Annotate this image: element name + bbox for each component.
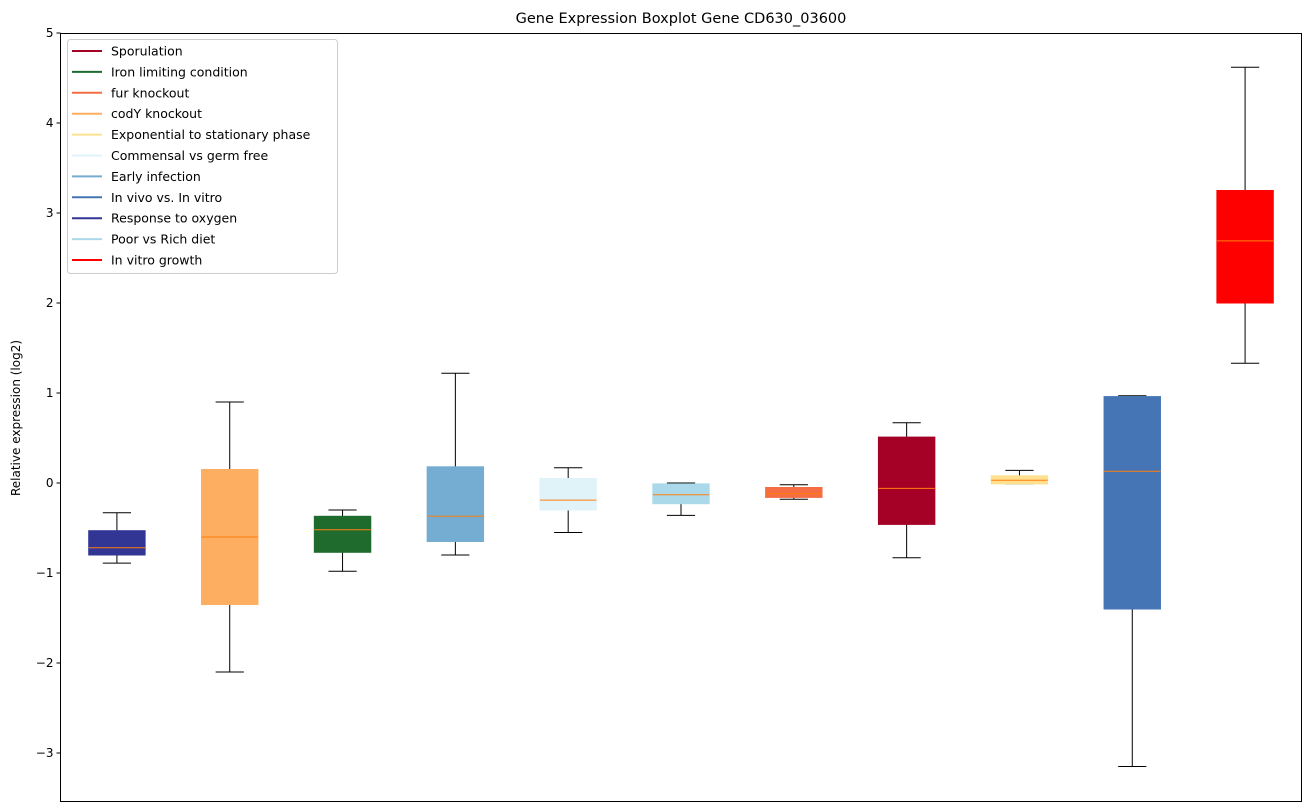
y-tick-label: −2 bbox=[36, 656, 54, 670]
legend-entry: Early infection bbox=[72, 169, 201, 184]
y-tick-label: −3 bbox=[36, 746, 54, 760]
legend-entry: fur knockout bbox=[72, 85, 189, 100]
chart-title: Gene Expression Boxplot Gene CD630_03600 bbox=[516, 11, 847, 27]
box-body bbox=[765, 487, 823, 498]
y-tick-label: −1 bbox=[36, 566, 54, 580]
box-body bbox=[1103, 396, 1161, 610]
legend-entry: codY knockout bbox=[72, 106, 202, 121]
legend-entry: Poor vs Rich diet bbox=[72, 232, 215, 247]
legend-entry: Exponential to stationary phase bbox=[72, 127, 311, 142]
box-6 bbox=[652, 482, 710, 516]
box-body bbox=[1216, 190, 1274, 304]
legend-label: In vitro growth bbox=[111, 253, 202, 268]
y-tick-label: 5 bbox=[46, 26, 54, 40]
y-tick-label: 4 bbox=[46, 116, 54, 130]
y-tick-label: 3 bbox=[46, 206, 54, 220]
legend-entry: Iron limiting condition bbox=[72, 64, 248, 79]
legend-label: In vivo vs. In vitro bbox=[111, 190, 222, 205]
box-11 bbox=[1216, 66, 1274, 364]
legend-entry: Sporulation bbox=[72, 44, 183, 59]
legend-label: Sporulation bbox=[111, 44, 183, 59]
legend-frame bbox=[67, 39, 338, 274]
box-3 bbox=[313, 509, 372, 572]
legend-entry: In vitro growth bbox=[72, 253, 202, 268]
box-7 bbox=[765, 484, 823, 500]
box-5 bbox=[539, 467, 597, 533]
box-body bbox=[539, 478, 597, 511]
box-body bbox=[877, 436, 936, 525]
legend-label: fur knockout bbox=[111, 85, 189, 100]
box-body bbox=[426, 466, 485, 542]
legend-entry: Commensal vs germ free bbox=[72, 148, 268, 163]
y-tick-label: 0 bbox=[46, 476, 54, 490]
boxes-group bbox=[88, 66, 1274, 767]
legend-entry: In vivo vs. In vitro bbox=[72, 190, 222, 205]
box-8 bbox=[877, 422, 936, 559]
y-tick-label: 1 bbox=[46, 386, 54, 400]
box-1 bbox=[88, 512, 146, 564]
box-4 bbox=[426, 372, 485, 556]
legend-label: Exponential to stationary phase bbox=[111, 127, 311, 142]
box-body bbox=[313, 515, 372, 553]
legend-label: Poor vs Rich diet bbox=[111, 232, 215, 247]
box-9 bbox=[990, 469, 1049, 485]
box-2 bbox=[201, 401, 259, 673]
legend-label: Iron limiting condition bbox=[111, 64, 248, 79]
legend-entry: Response to oxygen bbox=[72, 211, 237, 226]
legend-label: Response to oxygen bbox=[111, 211, 237, 226]
box-body bbox=[88, 530, 146, 556]
y-axis: −3 −2 −1 0 1 2 3 4 5 bbox=[36, 26, 61, 760]
y-axis-label: Relative expression (log2) bbox=[9, 340, 23, 496]
legend-label: Commensal vs germ free bbox=[111, 148, 268, 163]
legend-label: Early infection bbox=[111, 169, 201, 184]
y-tick-label: 2 bbox=[46, 296, 54, 310]
box-body bbox=[652, 483, 710, 505]
box-10 bbox=[1103, 395, 1161, 767]
plot-frame bbox=[60, 33, 1302, 802]
legend-label: codY knockout bbox=[111, 106, 202, 121]
